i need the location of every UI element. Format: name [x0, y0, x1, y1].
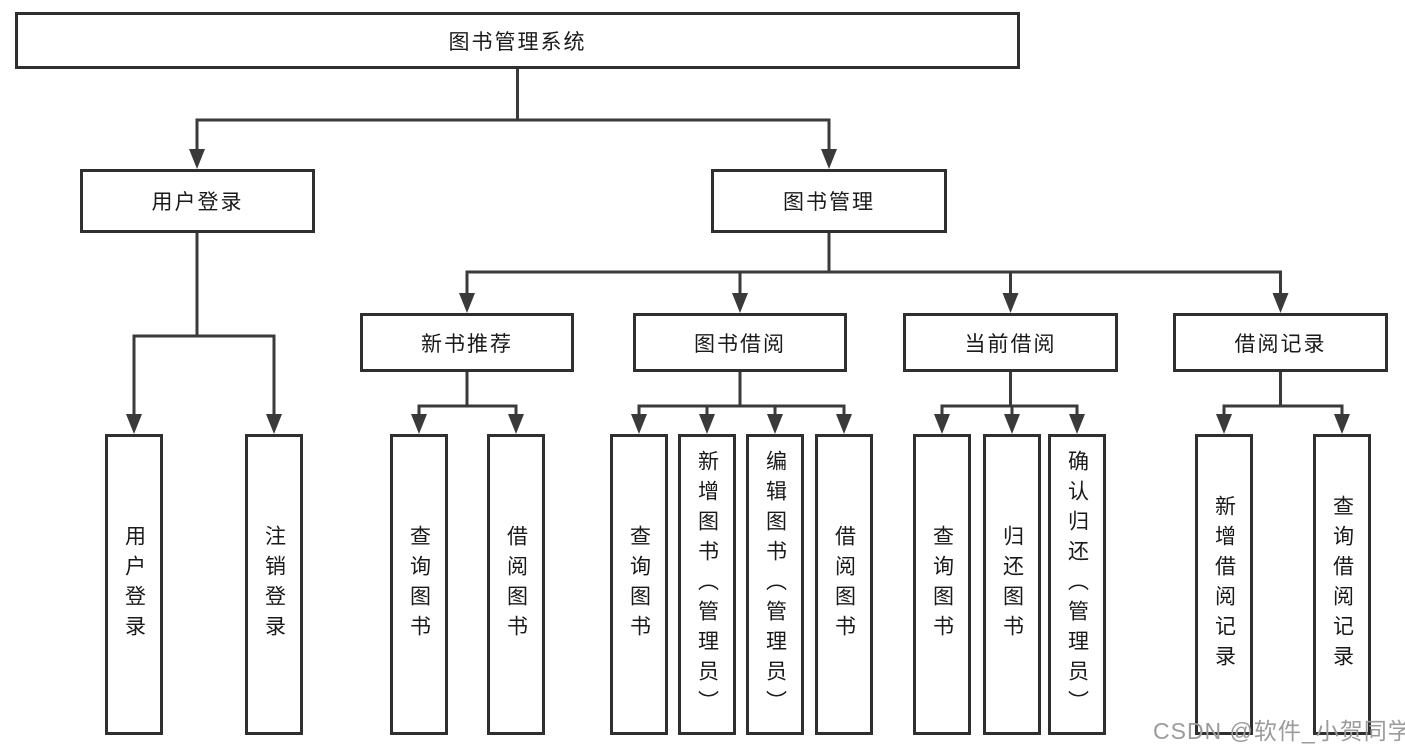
leaf-records-add-borrow-record: 新增借阅记录 — [1195, 434, 1253, 735]
node-label: 编辑图书（管理员） — [763, 449, 787, 720]
node-label: 查询图书 — [930, 524, 954, 645]
node-label: 图书借阅 — [694, 332, 786, 356]
leaf-current-return-books: 归还图书 — [983, 434, 1041, 735]
node-label: 归还图书 — [1000, 524, 1024, 645]
node-label: 新增图书（管理员） — [695, 449, 719, 720]
leaf-records-query-borrow-record: 查询借阅记录 — [1313, 434, 1371, 735]
node-label: 当前借阅 — [964, 332, 1057, 356]
leaf-borrow-add-books-admin: 新增图书（管理员） — [678, 434, 736, 735]
node-book-management: 图书管理 — [711, 169, 947, 233]
node-label: 注销登录 — [262, 524, 286, 645]
node-label: 图书管理系统 — [448, 30, 587, 54]
leaf-newbook-borrow-books: 借阅图书 — [487, 434, 545, 735]
node-user-login: 用户登录 — [80, 169, 315, 233]
leaf-current-query-books: 查询图书 — [913, 434, 971, 735]
node-label: 查询图书 — [627, 524, 651, 645]
csdn-watermark: CSDN @软件_小贺同学 — [1153, 718, 1405, 744]
node-label: 图书管理 — [783, 191, 875, 214]
node-library-management-system: 图书管理系统 — [15, 12, 1020, 69]
node-new-book-recommend: 新书推荐 — [360, 313, 574, 372]
node-current-borrow: 当前借阅 — [903, 313, 1118, 372]
node-label: 借阅图书 — [504, 524, 528, 645]
node-borrow-records: 借阅记录 — [1173, 313, 1388, 372]
leaf-user-login: 用户登录 — [105, 434, 163, 735]
node-label: 新增借阅记录 — [1212, 494, 1236, 675]
node-label: 用户登录 — [151, 191, 244, 214]
leaf-current-confirm-return-admin: 确认归还（管理员） — [1048, 434, 1106, 735]
node-book-borrow: 图书借阅 — [633, 313, 847, 372]
node-label: 确认归还（管理员） — [1065, 449, 1089, 720]
node-label: 借阅记录 — [1234, 332, 1327, 356]
node-label: 用户登录 — [122, 524, 146, 645]
node-label: 查询借阅记录 — [1330, 494, 1354, 675]
leaf-logout-login: 注销登录 — [245, 434, 303, 735]
leaf-borrow-edit-books-admin: 编辑图书（管理员） — [746, 434, 804, 735]
leaf-newbook-query-books: 查询图书 — [390, 434, 448, 735]
leaf-borrow-query-books: 查询图书 — [610, 434, 668, 735]
node-label: 借阅图书 — [832, 524, 856, 645]
node-label: 新书推荐 — [421, 332, 513, 356]
leaf-borrow-borrow-books: 借阅图书 — [815, 434, 873, 735]
node-label: 查询图书 — [407, 524, 431, 645]
